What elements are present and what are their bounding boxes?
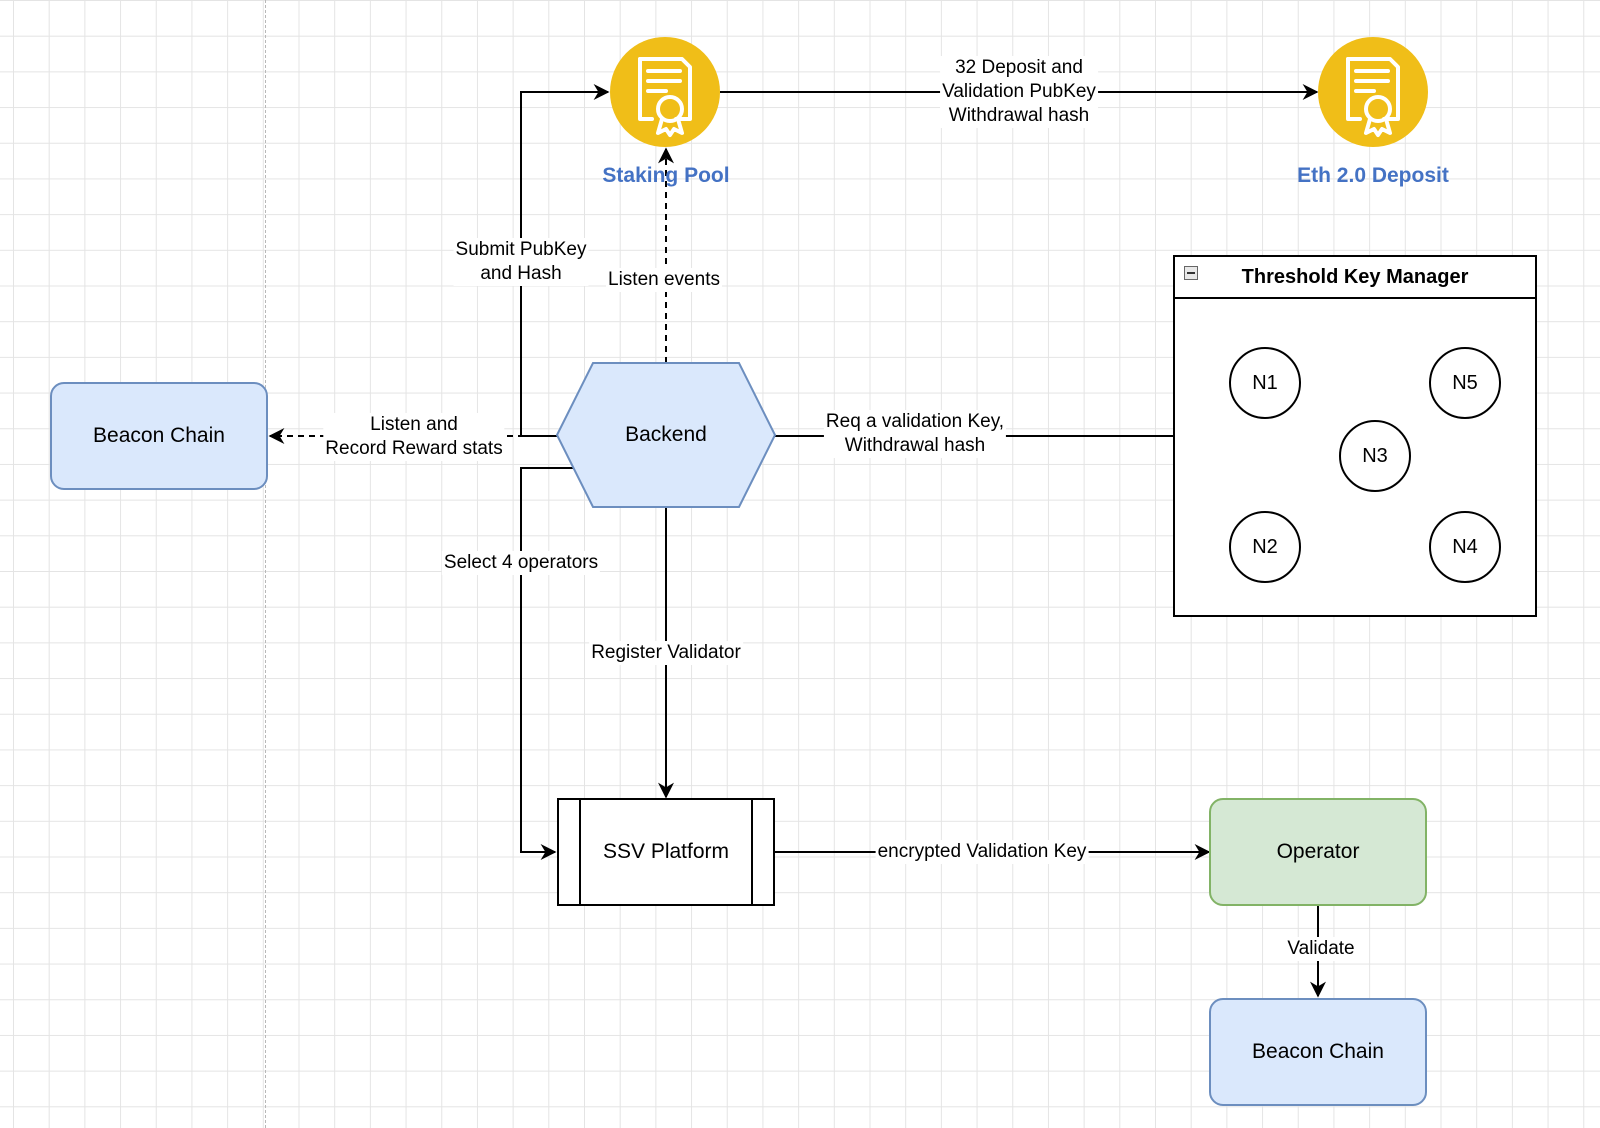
dashed-guide-line (265, 0, 266, 1128)
key-node-n1[interactable]: N1 (1229, 347, 1301, 419)
key-node-label: N1 (1252, 371, 1278, 394)
threshold-key-manager-title: Threshold Key Manager (1241, 265, 1469, 288)
backend-node[interactable]: Backend (557, 363, 775, 507)
ssv-left-bar (579, 800, 581, 904)
beacon-chain-bottom-node[interactable]: Beacon Chain (1209, 998, 1427, 1106)
beacon-chain-left-label: Beacon Chain (93, 424, 225, 447)
edge-backend-select-operators (520, 467, 573, 860)
ssv-right-bar (751, 800, 753, 904)
beacon-chain-bottom-label: Beacon Chain (1252, 1040, 1384, 1063)
operator-node[interactable]: Operator (1209, 798, 1427, 906)
select-operators-edge-label: Select 4 operators (441, 551, 601, 575)
collapse-icon[interactable] (1184, 266, 1198, 280)
staking-pool-title: Staking Pool (602, 164, 730, 187)
register-edge-label: Register Validator (589, 641, 743, 665)
ssv-platform-label: SSV Platform (602, 840, 730, 863)
threshold-key-manager-header: Threshold Key Manager (1175, 257, 1535, 299)
listen-events-edge-label: Listen events (606, 268, 722, 292)
eth-deposit-title: Eth 2.0 Deposit (1297, 164, 1449, 187)
backend-hexagon (555, 362, 777, 508)
beacon-chain-left-node[interactable]: Beacon Chain (50, 382, 268, 490)
key-node-label: N4 (1452, 535, 1478, 558)
backend-label: Backend (625, 423, 707, 446)
key-node-n3[interactable]: N3 (1339, 420, 1411, 492)
staking-pool-certificate-icon (610, 37, 720, 147)
encrypted-edge-label: encrypted Validation Key (875, 840, 1089, 864)
eth-deposit-certificate-icon (1318, 37, 1428, 147)
key-node-label: N3 (1362, 444, 1388, 467)
threshold-key-manager-container[interactable]: Threshold Key Manager N1 N2 N3 N4 N5 (1173, 255, 1537, 617)
key-node-n5[interactable]: N5 (1429, 347, 1501, 419)
operator-label: Operator (1276, 840, 1360, 863)
key-node-label: N2 (1252, 535, 1278, 558)
listen-record-edge-label: Listen and Record Reward stats (323, 413, 505, 461)
ssv-platform-node[interactable]: SSV Platform (557, 798, 775, 906)
req-key-edge-label: Req a validation Key, Withdrawal hash (823, 410, 1007, 458)
validate-edge-label: Validate (1285, 937, 1357, 961)
key-node-n2[interactable]: N2 (1229, 511, 1301, 583)
deposit-edge-label: 32 Deposit and Validation PubKey Withdra… (940, 56, 1098, 128)
key-node-n4[interactable]: N4 (1429, 511, 1501, 583)
submit-edge-label: Submit PubKey and Hash (453, 238, 589, 286)
key-node-label: N5 (1452, 371, 1478, 394)
